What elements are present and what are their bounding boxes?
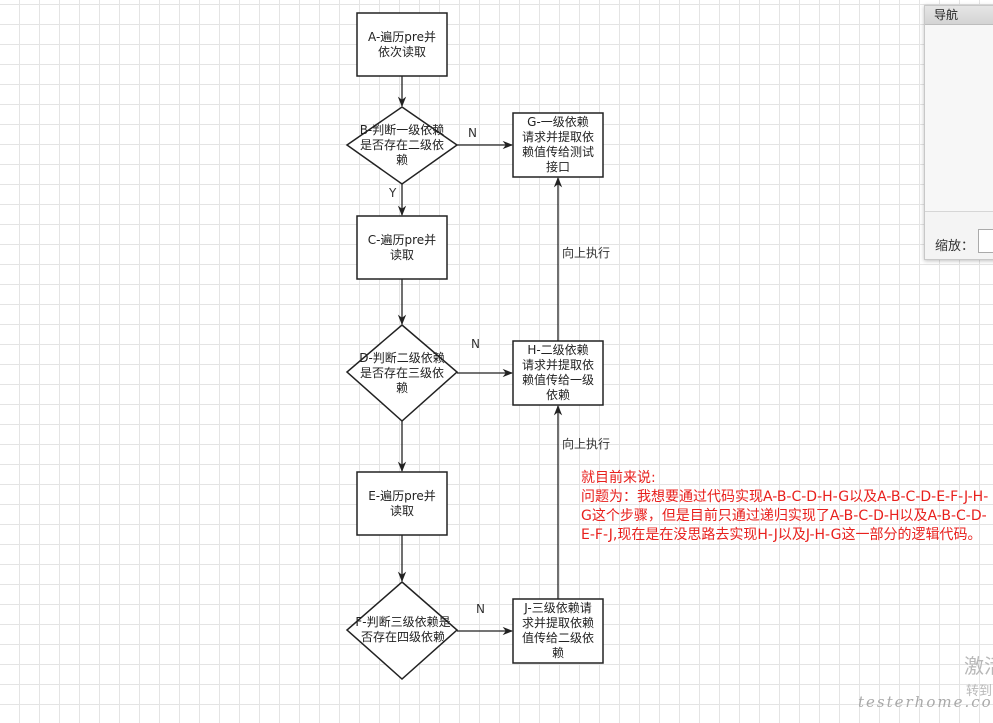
node-a-label: A-遍历pre并 依次读取: [368, 29, 436, 59]
activation-watermark-title: 激活: [964, 654, 993, 678]
node-f-diamond[interactable]: [345, 581, 459, 681]
node-c-box[interactable]: [356, 215, 448, 280]
edge-label-b-g: N: [468, 126, 477, 140]
node-g-label: G-一级依赖 请求并提取依 赖值传给测试 接口: [521, 115, 594, 174]
nav-preview-area[interactable]: [925, 25, 993, 211]
node-b-label: B-判断一级依赖 是否存在二级依 赖: [359, 122, 445, 167]
site-watermark-logo: testerhome.com: [858, 693, 993, 711]
node-j-label: J-三级依赖请 求并提取依赖 值传给二级依 赖: [521, 601, 594, 660]
edge-label-j-h: 向上执行: [562, 437, 611, 451]
node-g-box[interactable]: [512, 112, 604, 178]
node-a-box[interactable]: [356, 12, 448, 77]
node-d-label: D-判断二级依赖 是否存在三级依 赖: [359, 350, 445, 395]
node-f-label: F-判断三级依赖是 否存在四级依赖: [355, 615, 451, 644]
edge-label-b-c: Y: [389, 186, 397, 200]
edge-label-h-g: 向上执行: [562, 246, 611, 260]
note-body: 问题为：我想要通过代码实现A-B-C-D-H-G以及A-B-C-D-E-F-J-…: [581, 489, 989, 543]
node-c-label: C-遍历pre并 读取: [367, 232, 437, 262]
problem-note: 就目前来说: 问题为：我想要通过代码实现A-B-C-D-H-G以及A-B-C-D…: [581, 469, 991, 545]
zoom-label: 缩放：: [935, 239, 975, 254]
edge-label-f-j: N: [476, 602, 485, 616]
edge-label-d-h: N: [471, 337, 480, 351]
zoom-input[interactable]: [978, 229, 993, 253]
activation-watermark-subtitle: 转到: [966, 684, 993, 699]
node-e-label: E-遍历pre并 读取: [368, 488, 436, 518]
nav-panel-footer: 缩放：: [925, 211, 993, 260]
node-h-label: H-二级依赖 请求并提取依 赖值传给一级 依赖: [521, 343, 594, 402]
navigation-panel[interactable]: 导航 缩放：: [924, 5, 993, 260]
nav-panel-title[interactable]: 导航: [925, 6, 993, 25]
note-heading: 就目前来说:: [581, 470, 656, 486]
